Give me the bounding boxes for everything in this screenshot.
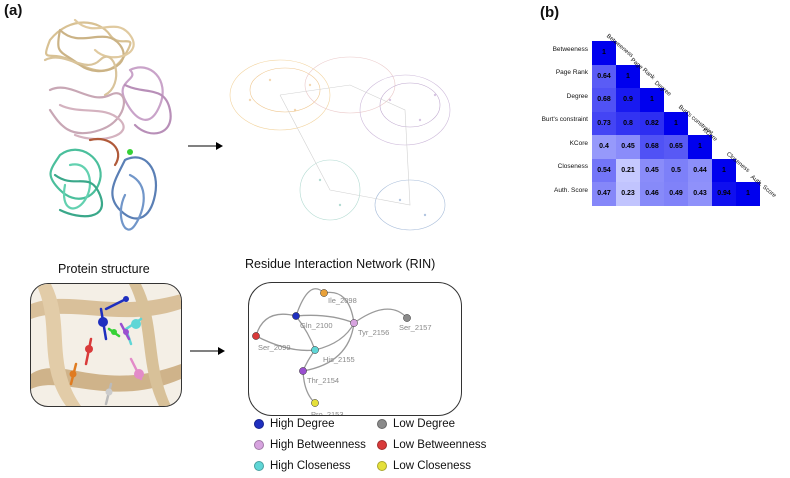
- network-node-label: Tyr_2156: [358, 328, 389, 337]
- network-node-label: Gln_2100: [300, 321, 333, 330]
- network-edge: [353, 308, 408, 324]
- arrow-icon: [190, 347, 225, 355]
- heatmap-cell: 0.47: [592, 182, 616, 206]
- heatmap-row-label: KCore: [569, 139, 588, 147]
- heatmap-row-label: Betweeness: [552, 45, 588, 53]
- heatmap-cell: 0.43: [688, 182, 712, 206]
- heatmap-cell: 0.73: [592, 111, 616, 135]
- heatmap-cell: 0.46: [640, 182, 664, 206]
- heatmap-cell: 0.68: [640, 135, 664, 159]
- legend-label: High Betweenness: [270, 439, 366, 451]
- network-node-label: Ser_2099: [258, 343, 291, 352]
- heatmap-cell: 0.94: [712, 182, 736, 206]
- network-node: [311, 399, 319, 407]
- network-node-label: His_2155: [323, 355, 355, 364]
- network-node: [311, 346, 319, 354]
- legend-dot-icon: [377, 440, 387, 450]
- legend-label: High Degree: [270, 418, 335, 430]
- protein-zoom-inset: [30, 283, 182, 407]
- heatmap-cell: 0.44: [688, 158, 712, 182]
- heatmap-cell: 0.82: [640, 111, 664, 135]
- legend-dot-icon: [377, 419, 387, 429]
- network-edge: [323, 291, 355, 324]
- network-node: [292, 312, 300, 320]
- heatmap-cell: 0.4: [592, 135, 616, 159]
- heatmap-cell: 1: [664, 111, 688, 135]
- heatmap-cell: 0.68: [592, 88, 616, 112]
- legend-item: High Degree: [254, 418, 335, 430]
- network-edge: [255, 313, 297, 337]
- legend-label: High Closeness: [270, 460, 351, 472]
- heatmap-cell: 0.45: [640, 158, 664, 182]
- protein-structure-caption: Protein structure: [58, 262, 150, 276]
- heatmap-cell: 0.64: [592, 64, 616, 88]
- heatmap-row-label: Auth. Score: [554, 186, 588, 194]
- rin-caption: Residue Interaction Network (RIN): [245, 257, 436, 271]
- heatmap-row-label: Degree: [566, 92, 588, 100]
- heatmap-cell: 1: [736, 182, 760, 206]
- legend-label: Low Closeness: [393, 460, 471, 472]
- heatmap-cell: 1: [688, 135, 712, 159]
- network-node: [299, 367, 307, 375]
- network-node-label: Pro_2153: [311, 410, 344, 415]
- heatmap-row-label: Page Rank: [555, 69, 588, 77]
- legend-item: Low Betweenness: [377, 439, 486, 451]
- heatmap-cell: 0.65: [664, 135, 688, 159]
- heatmap-cell: 1: [640, 88, 664, 112]
- network-node-label: Ile_2098: [328, 296, 357, 305]
- heatmap-cell: 1: [592, 41, 616, 65]
- network-node-label: Thr_2154: [307, 376, 339, 385]
- legend-item: Low Degree: [377, 418, 455, 430]
- legend-dot-icon: [254, 461, 264, 471]
- network-edge: [295, 314, 355, 324]
- network-node: [320, 289, 328, 297]
- heatmap-cell: 0.23: [616, 182, 640, 206]
- panel-a-label: (a): [4, 2, 23, 19]
- heatmap-cell: 1: [712, 158, 736, 182]
- network-edge: [295, 288, 325, 317]
- network-node: [252, 332, 260, 340]
- network-node-label: Ser_2157: [399, 323, 432, 332]
- legend-dot-icon: [377, 461, 387, 471]
- legend-item: High Closeness: [254, 460, 351, 472]
- heatmap-cell: 0.54: [592, 158, 616, 182]
- legend-label: Low Betweenness: [393, 439, 487, 451]
- network-node: [350, 319, 358, 327]
- heatmap-cell: 0.8: [616, 111, 640, 135]
- network-edge: [302, 322, 355, 372]
- network-node: [403, 314, 411, 322]
- heatmap-cell: 1: [616, 64, 640, 88]
- heatmap-cell: 0.9: [616, 88, 640, 112]
- heatmap-cell: 0.49: [664, 182, 688, 206]
- network-image: [229, 56, 451, 231]
- legend-label: Low Degree: [393, 418, 456, 430]
- arrow-icon: [188, 142, 223, 150]
- heatmap-row-label: Closeness: [557, 163, 588, 171]
- legend-dot-icon: [254, 419, 264, 429]
- heatmap-cell: 0.45: [616, 135, 640, 159]
- network-edge: [255, 335, 316, 352]
- legend-item: Low Closeness: [377, 460, 471, 472]
- legend-item: High Betweenness: [254, 439, 366, 451]
- protein-structure-image: [43, 18, 172, 231]
- panel-b-label: (b): [540, 4, 560, 21]
- heatmap-row-label: Burt's constraint: [541, 116, 588, 124]
- heatmap-cell: 0.5: [664, 158, 688, 182]
- heatmap-cell: 0.21: [616, 158, 640, 182]
- legend-dot-icon: [254, 440, 264, 450]
